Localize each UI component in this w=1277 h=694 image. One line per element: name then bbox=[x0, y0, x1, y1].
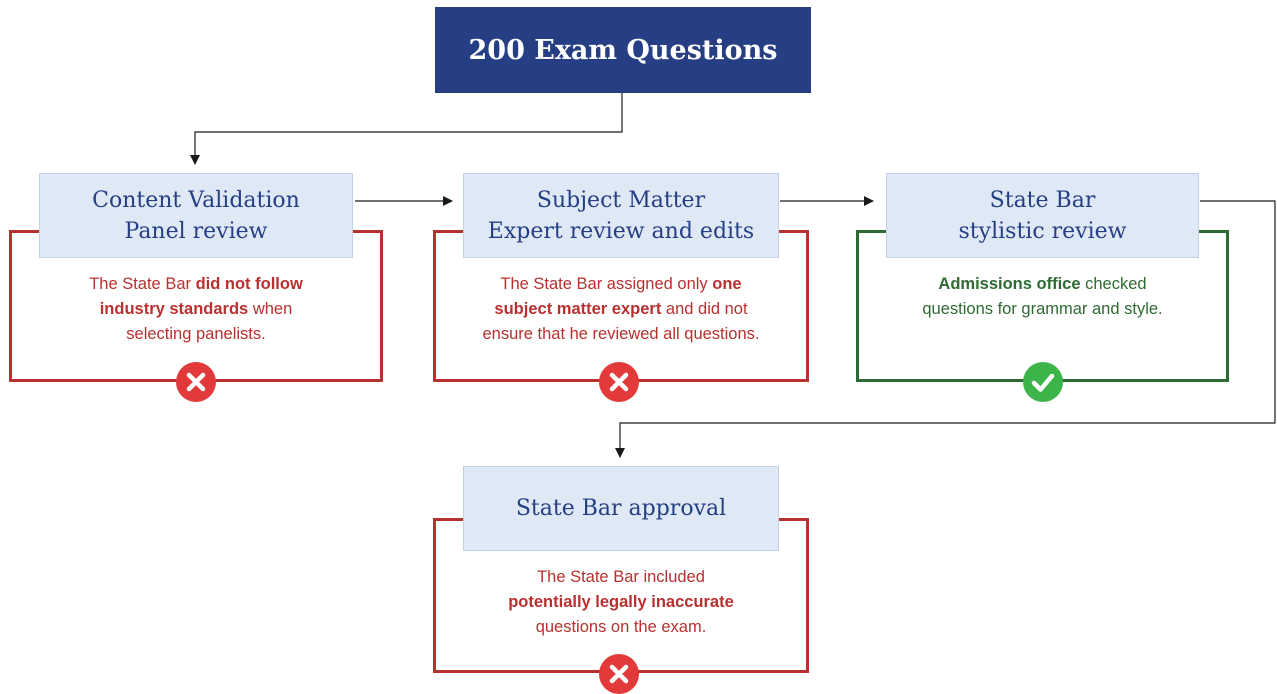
step2-note-text: The State Bar assigned only bbox=[500, 275, 713, 293]
step1-title-line1: Content Validation bbox=[92, 187, 300, 213]
check-mark-icon bbox=[1023, 362, 1063, 402]
arrow-step3-to-step4 bbox=[615, 200, 1276, 458]
step4-frame-cap-right bbox=[779, 518, 809, 521]
step2-title-line2: Expert review and edits bbox=[487, 218, 755, 244]
step3-note-emphasis: Admissions office bbox=[938, 275, 1081, 293]
step1-note-emphasis: did not follow bbox=[195, 275, 303, 293]
step2-frame-cap-right bbox=[779, 230, 809, 233]
step3-note-text: checked bbox=[1080, 275, 1147, 293]
diagram-title: 200 Exam Questions bbox=[468, 34, 778, 66]
step4-title-line1: State Bar approval bbox=[515, 496, 727, 521]
step3-note: Admissions office checked questions for … bbox=[886, 272, 1199, 322]
step3-frame-cap-left bbox=[856, 230, 886, 233]
step2-note-text-3: ensure that he reviewed all questions. bbox=[482, 325, 760, 343]
step2-title-line1: Subject Matter bbox=[536, 187, 706, 213]
step1-note-text-2: when bbox=[248, 300, 293, 318]
step1-note: The State Bar did not follow industry st… bbox=[39, 272, 353, 347]
x-mark-icon bbox=[176, 362, 216, 402]
step3-title-line1: State Bar bbox=[989, 187, 1096, 213]
step1-frame-cap-right bbox=[353, 230, 383, 233]
step4-note-emphasis: potentially legally inaccurate bbox=[508, 593, 734, 611]
step2-note-text-2: and did not bbox=[661, 300, 748, 318]
step2-frame-cap-left bbox=[433, 230, 463, 233]
step4-box: State Bar approval bbox=[463, 466, 779, 551]
step3-note-text-2: questions for grammar and style. bbox=[922, 300, 1163, 318]
arrow-title-to-step1 bbox=[190, 93, 623, 165]
step2-note-emphasis-2: subject matter expert bbox=[494, 300, 662, 318]
step1-note-text: The State Bar bbox=[89, 275, 196, 293]
step3-frame-cap-right bbox=[1199, 230, 1229, 233]
title-box: 200 Exam Questions bbox=[435, 7, 811, 93]
step4-note-text-3: questions on the exam. bbox=[535, 618, 707, 636]
step3-title-line2: stylistic review bbox=[958, 218, 1127, 244]
step2-box: Subject Matter Expert review and edits bbox=[463, 173, 779, 258]
step1-frame-cap-left bbox=[9, 230, 39, 233]
step2-note: The State Bar assigned only one subject … bbox=[439, 272, 803, 347]
step2-note-emphasis: one bbox=[712, 275, 742, 293]
step4-frame-cap-left bbox=[433, 518, 463, 521]
x-mark-icon bbox=[599, 362, 639, 402]
step1-note-emphasis-2: industry standards bbox=[99, 300, 249, 318]
step1-note-text-3: selecting panelists. bbox=[126, 325, 266, 343]
step1-box: Content Validation Panel review bbox=[39, 173, 353, 258]
step3-box: State Bar stylistic review bbox=[886, 173, 1199, 258]
step1-title-line2: Panel review bbox=[124, 218, 268, 244]
step4-note: The State Bar included potentially legal… bbox=[463, 565, 779, 640]
step4-note-text: The State Bar included bbox=[537, 568, 705, 586]
x-mark-icon bbox=[599, 654, 639, 694]
